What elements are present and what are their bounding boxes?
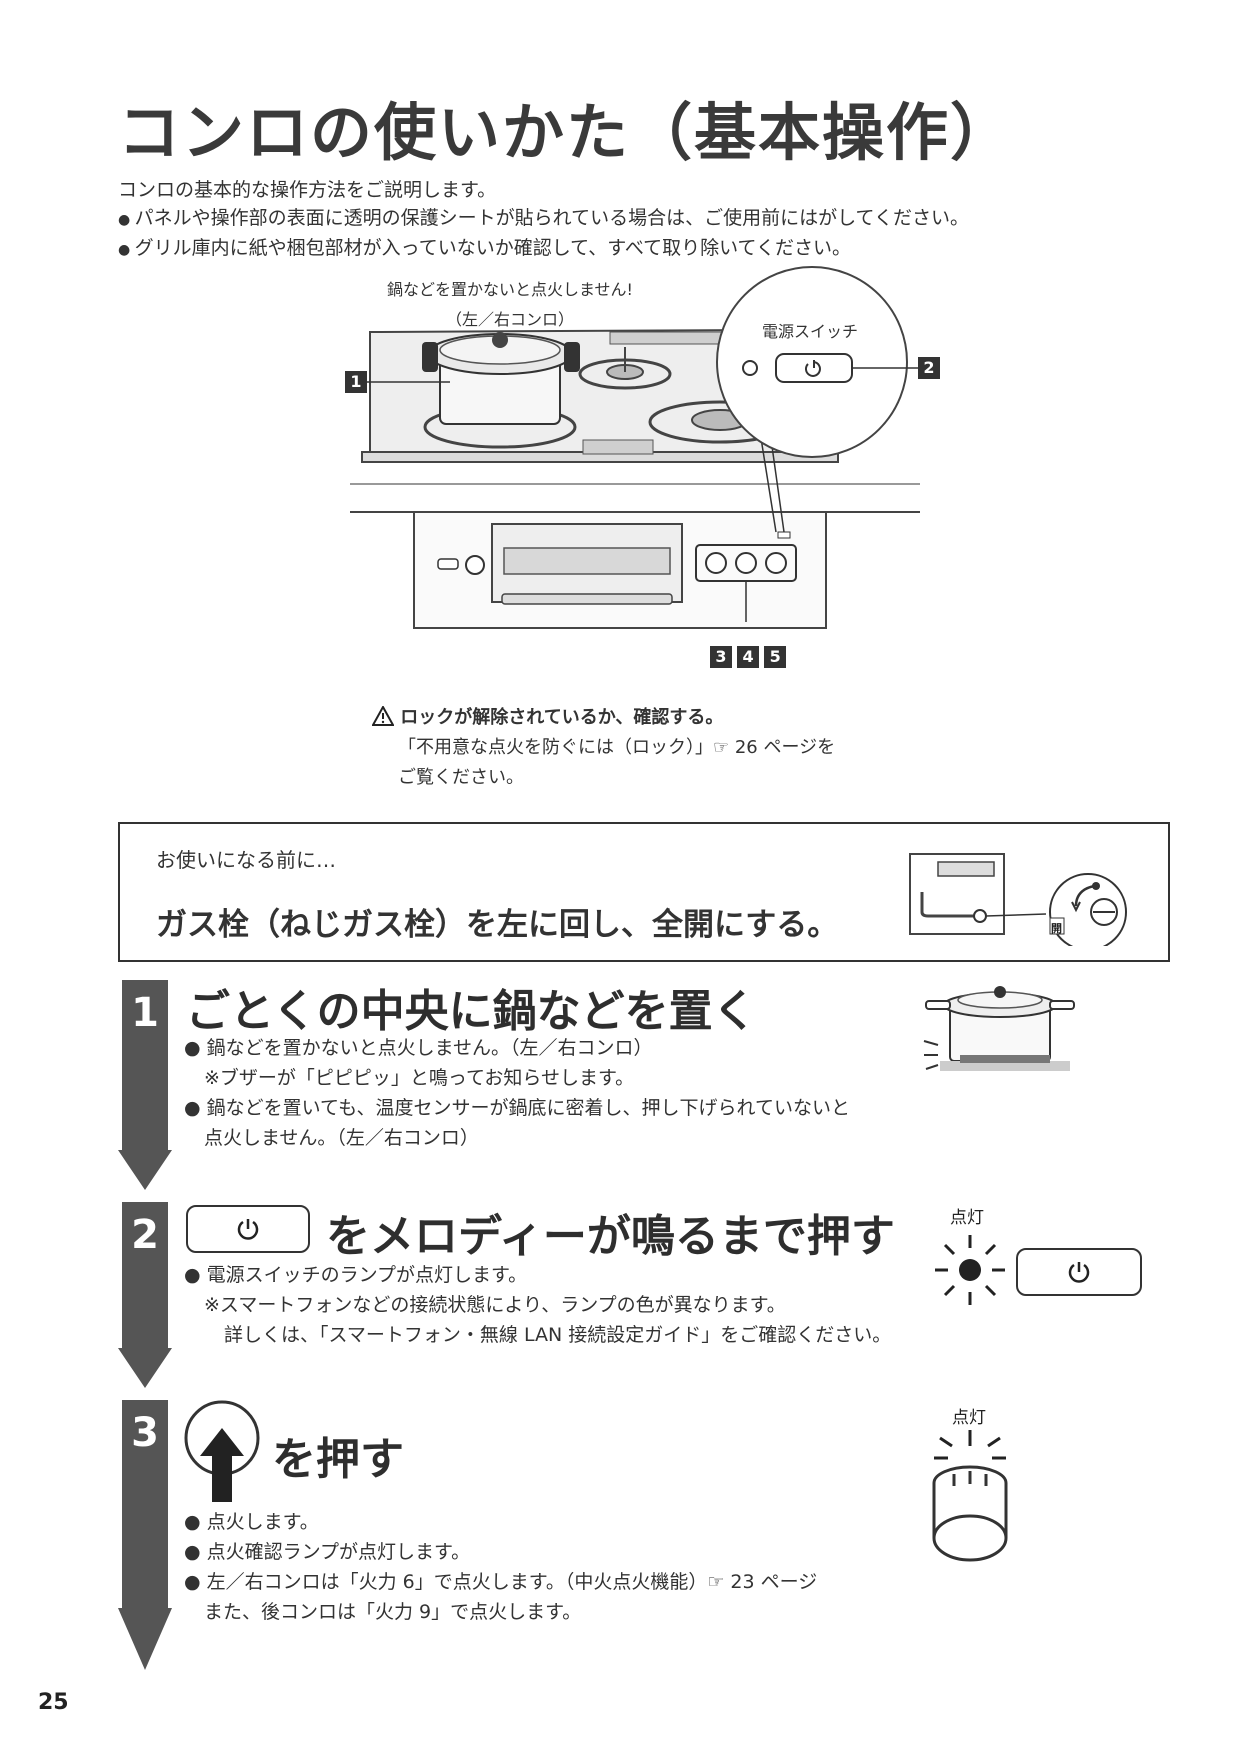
- tag-1: 1: [345, 371, 367, 393]
- tag-2: 2: [918, 357, 940, 379]
- step-3-body: ● 点火します。 ● 点火確認ランプが点灯します。 ● 左／右コンロは「火力 6…: [184, 1507, 817, 1627]
- tag-3: 3: [710, 646, 732, 668]
- step-1-line: ● 鍋などを置かないと点火しません。（左／右コンロ）: [184, 1037, 653, 1059]
- step-2-heading: をメロディーが鳴るまで押す: [326, 1211, 895, 1262]
- step-1-number: 1: [131, 990, 159, 1036]
- warning-line1: 「不用意な点火を防ぐには（ロック）」☞ 26 ページを: [398, 737, 836, 758]
- step-2-body: ● 電源スイッチのランプが点灯します。 ※スマートフォンなどの接続状態により、ラ…: [184, 1260, 891, 1350]
- step-1-body: ● 鍋などを置かないと点火しません。（左／右コンロ） ※ブザーが「ピピピッ」と鳴…: [184, 1033, 850, 1153]
- valve-open-label: 開: [1051, 922, 1062, 935]
- step-3-number: 3: [131, 1410, 159, 1456]
- pot-on-burner-illustration: [923, 986, 1075, 1071]
- figure-note-line2: （左／右コンロ）: [445, 310, 574, 329]
- lock-warning: ロックが解除されているか、確認する。 「不用意な点火を防ぐには（ロック）」☞ 2…: [371, 703, 836, 793]
- step-3-lit-label: 点灯: [952, 1408, 986, 1428]
- step-2-line: 詳しくは、「スマートフォン・無線 LAN 接続設定ガイド」をご確認ください。: [224, 1324, 892, 1346]
- tag-4: 4: [737, 646, 760, 668]
- power-switch-label: 電源スイッチ: [761, 322, 858, 341]
- step-1-line: 点火しません。（左／右コンロ）: [204, 1127, 479, 1149]
- page-title: コンロの使いかた（基本操作）: [118, 96, 1015, 169]
- step-3-line: また、後コンロは「火力 9」で点火します。: [204, 1601, 582, 1623]
- step-2-lit-label: 点灯: [950, 1208, 984, 1228]
- intro-bullet-2: グリル庫内に紙や梱包部材が入っていないか確認して、すべて取り除いてください。: [134, 237, 851, 259]
- page-number: 25: [38, 1690, 69, 1715]
- tag-5: 5: [764, 646, 787, 668]
- figure-note: 鍋などを置かないと点火しません! （左／右コンロ）: [360, 276, 660, 330]
- bullet-icon: [118, 237, 135, 259]
- power-button-icon: [186, 1205, 310, 1253]
- before-use-box: お使いになる前に… ガス栓（ねじガス栓）を左に回し、全開にする。 開: [118, 822, 1170, 962]
- step-2-number: 2: [131, 1212, 159, 1258]
- intro-bullet-1: パネルや操作部の表面に透明の保護シートが貼られている場合は、ご使用前にはがしてく…: [134, 207, 969, 229]
- step-3-line: ● 左／右コンロは「火力 6」で点火します。（中火点火機能）☞ 23 ページ: [184, 1571, 818, 1593]
- bullet-icon: [118, 207, 135, 229]
- before-use-label: お使いになる前に…: [156, 848, 336, 872]
- knob-push-icon: [184, 1400, 260, 1502]
- step-1-line: ※ブザーが「ピピピッ」と鳴ってお知らせします。: [204, 1067, 635, 1089]
- warning-icon: [371, 704, 395, 726]
- step-2-line: ● 電源スイッチのランプが点灯します。: [184, 1264, 528, 1286]
- figure-note-line1: 鍋などを置かないと点火しません!: [387, 280, 633, 299]
- power-switch-icon: [1016, 1248, 1142, 1296]
- before-use-instruction: ガス栓（ねじガス栓）を左に回し、全開にする。: [156, 907, 839, 943]
- warning-heading: ロックが解除されているか、確認する。: [400, 707, 724, 728]
- warning-line2: ご覧ください。: [398, 767, 524, 788]
- stove-illustration: [350, 266, 920, 629]
- lamp-lit-icon: [935, 1235, 1005, 1305]
- knob-lamp-illustration: [932, 1430, 1008, 1562]
- step-flow-bar: [118, 980, 172, 1670]
- step-1-line: ● 鍋などを置いても、温度センサーが鍋底に密着し、押し下げられていないと: [184, 1097, 850, 1119]
- intro: コンロの基本的な操作方法をご説明します。 パネルや操作部の表面に透明の保護シート…: [118, 176, 969, 264]
- step-2-line: ※スマートフォンなどの接続状態により、ランプの色が異なります。: [204, 1294, 786, 1316]
- step-3-line: ● 点火します。: [184, 1511, 319, 1533]
- step-3-line: ● 点火確認ランプが点灯します。: [184, 1541, 471, 1563]
- step-3-heading: を押す: [272, 1434, 404, 1485]
- step-1-heading: ごとくの中央に鍋などを置く: [186, 986, 757, 1037]
- gas-valve-illustration: [909, 853, 1127, 946]
- intro-lead: コンロの基本的な操作方法をご説明します。: [118, 179, 497, 201]
